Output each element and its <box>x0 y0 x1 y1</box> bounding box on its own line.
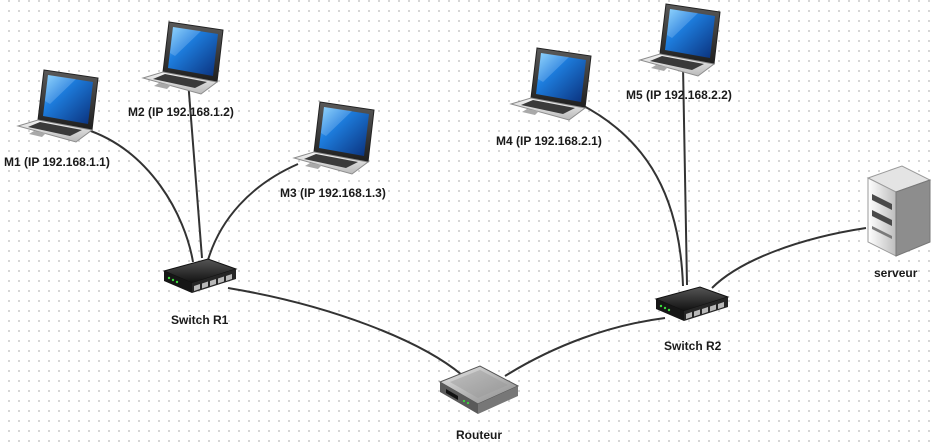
label-switch-r2: Switch R2 <box>664 339 722 353</box>
server-icon <box>866 165 932 257</box>
link-m4-switch-r2 <box>579 103 684 287</box>
label-m3: M3 (IP 192.168.1.3) <box>280 186 386 200</box>
laptop-m2-icon <box>142 21 224 95</box>
link-m2-switch-r1 <box>187 79 203 259</box>
label-m1: M1 (IP 192.168.1.1) <box>4 155 110 169</box>
link-m5-switch-r2 <box>682 65 688 286</box>
laptop-m4-icon <box>510 47 592 121</box>
label-m4: M4 (IP 192.168.2.1) <box>496 134 602 148</box>
router-icon <box>438 365 520 414</box>
link-switch-r1-router <box>227 287 463 376</box>
label-router: Routeur <box>456 428 502 442</box>
label-m5: M5 (IP 192.168.2.2) <box>626 88 732 102</box>
link-m1-switch-r1 <box>84 128 194 263</box>
label-m2: M2 (IP 192.168.1.2) <box>128 105 234 119</box>
link-server-switch-r2 <box>711 227 867 289</box>
link-m3-switch-r1 <box>207 163 299 261</box>
switch-r2-icon <box>655 286 729 322</box>
laptop-m3-icon <box>293 101 375 175</box>
link-router-switch-r2 <box>504 317 666 377</box>
laptop-m1-icon <box>17 69 99 143</box>
network-links <box>84 65 867 377</box>
label-server: serveur <box>874 266 918 280</box>
switch-r1-icon <box>163 258 237 294</box>
label-switch-r1: Switch R1 <box>171 313 229 327</box>
laptop-m5-icon <box>639 3 721 77</box>
